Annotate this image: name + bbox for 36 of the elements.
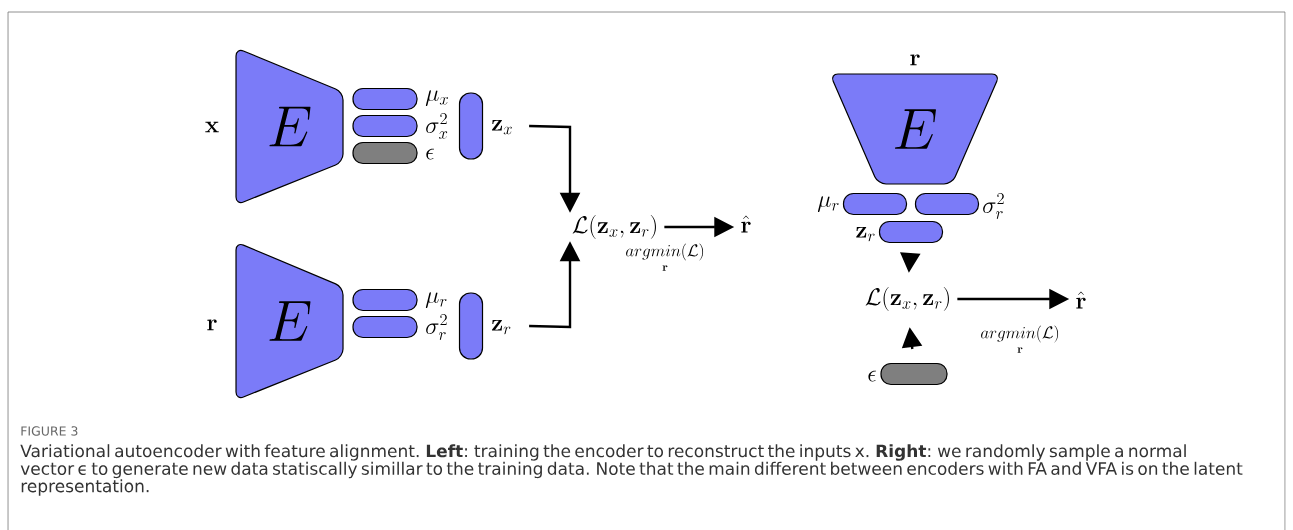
formula-text: $\hat{\mathbf{r}}$ (1076, 291, 1086, 309)
latent-pill (878, 220, 944, 244)
math-label: $\mathbf{r}$ (207, 319, 217, 331)
formula-text: $\mathcal{L}(\mathbf{z}_x, \mathbf{z}_r)$ (865, 287, 949, 311)
latent-pill (880, 362, 948, 386)
math-label: $\mu_x$ (425, 90, 448, 106)
math-label: $\mathbf{x}$ (205, 121, 219, 133)
encoder-trapezoid: $E$ (235, 243, 344, 399)
latent-pill (352, 288, 418, 312)
latent-pill (842, 192, 908, 216)
encoder-trapezoid: $E$ (235, 49, 344, 204)
latent-pill (352, 141, 418, 165)
encoder-trapezoid: $E$ (832, 73, 998, 185)
latent-pill (352, 87, 418, 111)
math-label: $\mu_r$ (817, 196, 839, 212)
edge-label: $\underset{\mathbf{r}}{argmin(\mathcal{L})}$ (626, 243, 704, 271)
edge-label: $\underset{\mathbf{r}}{argmin(\mathcal{L})}$ (981, 325, 1059, 353)
latent-pill (352, 114, 418, 138)
latent-pill (352, 315, 418, 339)
math-label: $\sigma_r^2$ (983, 192, 1004, 219)
math-label: $\mathbf{r}$ (910, 54, 920, 66)
latent-pill (914, 192, 980, 216)
formula-text: $\hat{\mathbf{r}}$ (741, 215, 751, 233)
math-label: $\mathbf{z}_x$ (491, 119, 512, 135)
math-label: $\sigma_x^2$ (426, 112, 448, 139)
latent-pill (458, 92, 484, 160)
formula-text: $\mathcal{L}(\mathbf{z}_x, \mathbf{z}_r)$ (572, 215, 656, 239)
caption: Variational autoencoder with feature alignment. Left: training the encoder to reconstruct the inputs x. Right: we randomly sample a normal vector ϵ to generate new data statiscally simillar to the training data. Note that the main different between encoders with FA and VFA is on the latent representation. (20, 444, 1243, 496)
latent-pill (458, 292, 484, 360)
math-label: $\epsilon$ (426, 148, 435, 160)
figure-label: FIGURE 3 (21, 426, 78, 436)
math-label: $\mathbf{z}_r$ (491, 319, 511, 335)
math-label: $\mu_r$ (425, 292, 447, 308)
math-label: $\epsilon$ (868, 370, 877, 382)
math-label: $\sigma_r^2$ (426, 313, 447, 340)
math-label: $\mathbf{z}_r$ (856, 226, 875, 242)
